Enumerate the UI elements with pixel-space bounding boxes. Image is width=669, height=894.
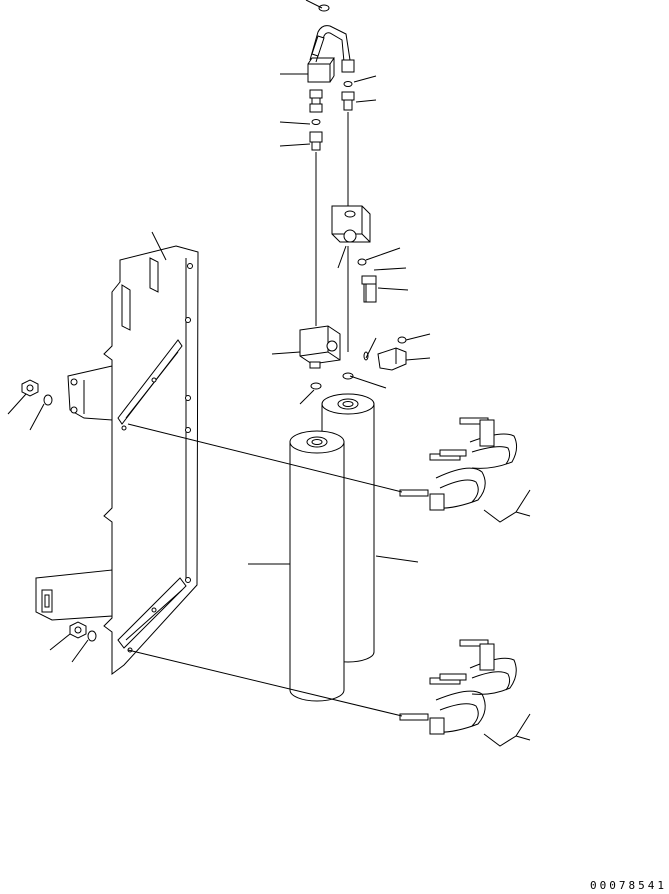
elbow-fitting-middle xyxy=(378,348,406,370)
bolt-line-upper xyxy=(128,424,402,492)
valve-block-upper xyxy=(332,206,370,242)
mounting-bracket xyxy=(36,246,198,674)
o-ring xyxy=(343,373,353,379)
part-number: 00078541 xyxy=(590,879,667,892)
o-ring xyxy=(358,259,366,265)
filter-cylinder-front xyxy=(290,431,344,701)
elbow-fitting-upper xyxy=(362,276,376,302)
o-ring xyxy=(311,383,321,389)
bolt-line-lower xyxy=(128,650,402,716)
tee-fitting xyxy=(308,58,334,82)
clamp-upper-rear xyxy=(460,418,517,468)
nut-washer-lower xyxy=(70,622,96,641)
o-ring xyxy=(312,120,320,125)
fitting-right-1 xyxy=(342,60,354,72)
nut-washer-upper xyxy=(22,380,52,405)
clamp-lower-front xyxy=(400,674,485,734)
fitting-right-2 xyxy=(342,92,354,110)
fitting-left-1 xyxy=(310,90,322,112)
o-ring xyxy=(344,82,352,87)
clamp-lower-rear xyxy=(460,640,516,694)
o-ring xyxy=(364,352,368,360)
leader-lines xyxy=(8,0,530,746)
valve-block-middle xyxy=(300,326,340,368)
clamp-upper-front xyxy=(400,450,485,510)
hose-assembly xyxy=(310,5,350,352)
fitting-left-2 xyxy=(310,132,322,150)
o-ring xyxy=(398,337,406,343)
